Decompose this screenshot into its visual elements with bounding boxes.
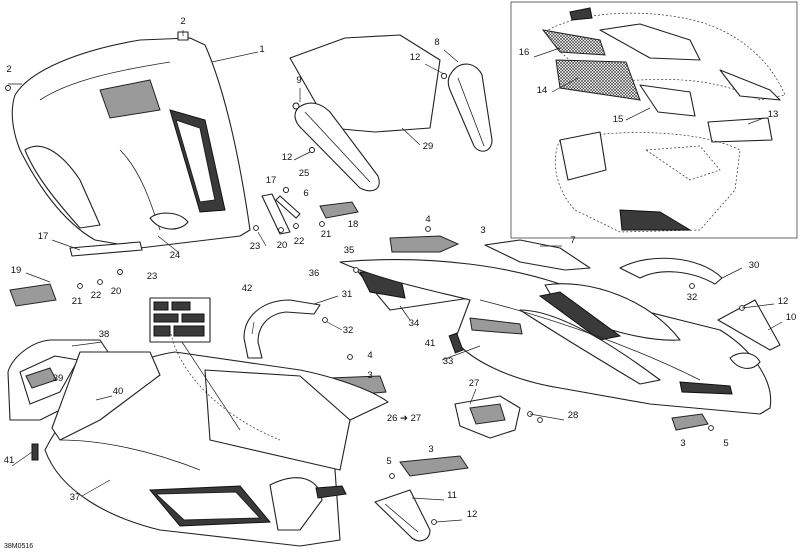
part-callout-20: 20	[111, 286, 122, 297]
part-callout-29: 29	[423, 141, 434, 152]
panel-15	[639, 84, 696, 117]
part-callout-38: 38	[99, 329, 110, 340]
hood-part-37	[44, 329, 389, 547]
part-callout-26-27: 26 ➔ 27	[387, 413, 421, 424]
part-callout-25: 25	[299, 168, 310, 179]
part-callout-3: 3	[367, 370, 372, 381]
part-callout-5: 5	[386, 456, 391, 467]
bracket-17-lower	[69, 241, 143, 257]
part-callout-12: 12	[467, 509, 478, 520]
part-callout-16: 16	[519, 47, 530, 58]
part-callout-41: 41	[4, 455, 15, 466]
part-callout-1: 1	[259, 44, 264, 55]
strip-41-lower	[31, 443, 39, 461]
part-callout-12: 12	[410, 52, 421, 63]
mesh-panel-16	[541, 29, 606, 56]
panel-13	[707, 117, 773, 143]
part-callout-28: 28	[568, 410, 579, 421]
part-callout-40: 40	[113, 386, 124, 397]
part-callout-14: 14	[537, 85, 548, 96]
bracket-18	[319, 201, 359, 219]
part-callout-8: 8	[434, 37, 439, 48]
part-callout-2: 2	[180, 16, 185, 27]
part-callout-27: 27	[469, 378, 480, 389]
part-callout-22: 22	[294, 236, 305, 247]
bracket-19	[9, 283, 57, 307]
part-callout-32: 32	[687, 292, 698, 303]
part-callout-4: 4	[425, 214, 430, 225]
part-callout-36: 36	[309, 268, 320, 279]
part-callout-42: 42	[242, 283, 253, 294]
trim-31	[243, 299, 321, 359]
part-callout-23: 23	[147, 271, 158, 282]
part-callout-3: 3	[428, 444, 433, 455]
part-callout-35: 35	[344, 245, 355, 256]
panel-11	[374, 489, 431, 542]
part-callout-6: 6	[303, 188, 308, 199]
part-callout-19: 19	[11, 265, 22, 276]
inset-detail-box	[510, 1, 798, 239]
part-callout-5: 5	[723, 438, 728, 449]
part-callout-21: 21	[72, 296, 83, 307]
strip-41-upper	[448, 332, 464, 354]
part-callout-12: 12	[282, 152, 293, 163]
leader-lines	[11, 30, 783, 523]
part-callout-17: 17	[38, 231, 49, 242]
grip-3-right	[671, 413, 709, 431]
part-callout-2: 2	[6, 64, 11, 75]
fasteners	[5, 72, 745, 525]
part-callout-22: 22	[91, 290, 102, 301]
callout-labels: 1223333445567891011121212121314151617171…	[4, 16, 797, 520]
part-callout-24: 24	[170, 250, 181, 261]
part-callout-15: 15	[613, 114, 624, 125]
trim-30	[619, 257, 723, 285]
part-callout-13: 13	[768, 109, 779, 120]
decal-sheet-42	[149, 297, 211, 343]
bracket-17-upper	[261, 193, 291, 235]
grip-3-lower	[399, 455, 469, 477]
part-callout-7: 7	[570, 235, 575, 246]
part-callout-10: 10	[786, 312, 797, 323]
part-callout-33: 33	[443, 356, 454, 367]
panel-40	[51, 351, 161, 441]
part-callout-17: 17	[266, 175, 277, 186]
part-callout-18: 18	[348, 219, 359, 230]
strap-6	[275, 195, 301, 219]
part-callout-23: 23	[250, 241, 261, 252]
grip-3-upper	[389, 235, 460, 253]
part-callout-3: 3	[480, 225, 485, 236]
part-callout-3: 3	[680, 438, 685, 449]
mesh-panel-14	[555, 59, 641, 101]
part-callout-37: 37	[70, 492, 81, 503]
part-callout-9: 9	[296, 75, 301, 86]
part-callout-30: 30	[749, 260, 760, 271]
part-callout-31: 31	[342, 289, 353, 300]
part-callout-41: 41	[425, 338, 436, 349]
part-callout-4: 4	[367, 350, 372, 361]
hood-part-33	[339, 259, 772, 415]
part-callout-32: 32	[343, 325, 354, 336]
side-panel-8	[447, 63, 493, 152]
part-callout-21: 21	[321, 229, 332, 240]
hood-part-1	[8, 31, 251, 249]
part-callout-39: 39	[53, 373, 64, 384]
part-callout-34: 34	[409, 318, 420, 329]
part-callout-20: 20	[277, 240, 288, 251]
trim-7	[484, 239, 591, 271]
part-callout-12: 12	[778, 296, 789, 307]
reference-code: 38M0516	[4, 543, 33, 550]
part-callout-11: 11	[447, 490, 457, 501]
